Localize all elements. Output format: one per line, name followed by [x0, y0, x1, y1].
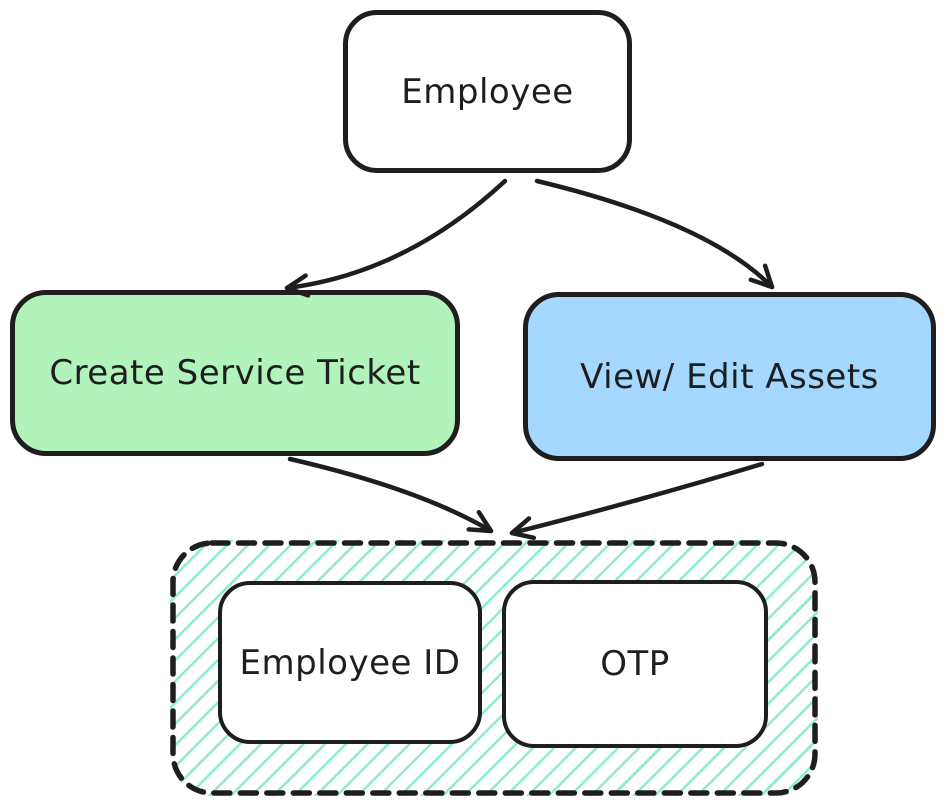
node-employee-id[interactable]: Employee ID [218, 581, 482, 744]
node-otp-label: OTP [600, 644, 670, 684]
node-employee-label: Employee [401, 71, 574, 112]
node-otp[interactable]: OTP [502, 580, 768, 748]
node-create-service-ticket[interactable]: Create Service Ticket [10, 290, 460, 456]
edge-create-service-ticket-to-auth-group[interactable] [287, 456, 494, 534]
node-employee-id-label: Employee ID [239, 642, 461, 683]
node-view-edit-assets-label: View/ Edit Assets [580, 356, 879, 397]
edge-view-edit-assets-to-auth-group[interactable] [509, 461, 765, 541]
node-employee[interactable]: Employee [343, 10, 632, 173]
auth-group-container[interactable]: Employee ID OTP [170, 540, 818, 796]
edge-employee-to-view-edit-assets[interactable] [534, 178, 775, 290]
edge-employee-to-create-service-ticket[interactable] [284, 178, 508, 298]
node-create-service-ticket-label: Create Service Ticket [49, 353, 421, 393]
node-view-edit-assets[interactable]: View/ Edit Assets [523, 292, 936, 461]
